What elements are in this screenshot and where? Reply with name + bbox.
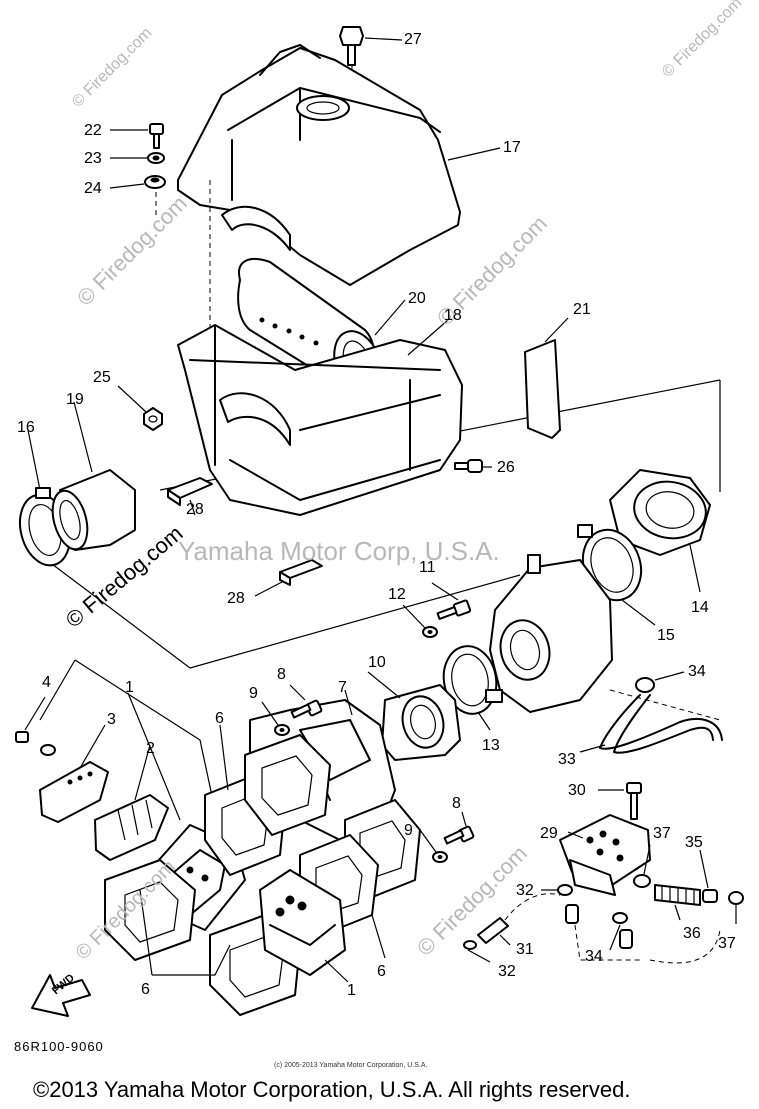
part-31-hose [477, 893, 579, 946]
callout-6-right: 6 [377, 963, 386, 980]
callout-27: 27 [404, 31, 422, 48]
part-26-screw [454, 459, 492, 473]
callout-23: 23 [84, 150, 102, 167]
callout-3: 3 [107, 711, 116, 728]
part-24-grommet [109, 175, 211, 460]
callout-9-upper: 9 [249, 685, 258, 702]
callout-17: 17 [503, 139, 521, 156]
part-28-block-lower [254, 559, 323, 597]
callout-1-upper: 1 [125, 679, 134, 696]
callout-10: 10 [368, 654, 386, 671]
callout-6-lower: 6 [141, 981, 150, 998]
callout-37-lower: 37 [718, 935, 736, 952]
callout-34-upper: 34 [688, 663, 706, 680]
callout-37-upper: 37 [653, 825, 671, 842]
part-17-cover [177, 44, 501, 286]
callout-13: 13 [482, 737, 500, 754]
part-32-clip-upper [541, 884, 573, 896]
fwd-arrow-icon [31, 974, 91, 1017]
part-8-bolt-upper [289, 684, 323, 719]
callout-11: 11 [419, 559, 436, 576]
callout-9-lower: 9 [404, 822, 413, 839]
callout-6-upper: 6 [215, 710, 224, 727]
part-22-screw [110, 123, 164, 149]
callout-12: 12 [388, 586, 406, 603]
callout-2: 2 [146, 740, 155, 757]
part-3-stopper [39, 724, 109, 823]
part-25-nut [117, 385, 163, 431]
part-21-element [524, 317, 569, 439]
callout-36: 36 [683, 925, 701, 942]
callout-32-upper: 32 [516, 882, 534, 899]
part-9-washer-lower [419, 829, 448, 863]
callout-18: 18 [444, 307, 462, 324]
callout-29: 29 [540, 825, 558, 842]
callout-15: 15 [657, 627, 675, 644]
gasket-leader-lines [139, 889, 231, 976]
part-6-gasket-upper [244, 734, 331, 836]
callout-14: 14 [691, 599, 709, 616]
part-37-clip-lower [728, 891, 744, 924]
part-10-joint [367, 671, 461, 761]
diagram-code: 86R100-9060 [14, 1039, 104, 1054]
callout-32-lower: 32 [498, 963, 516, 980]
part-37-clip-upper [633, 844, 651, 888]
part-18-case [177, 319, 463, 516]
callout-16: 16 [17, 419, 35, 436]
part-33-hose [579, 694, 723, 754]
part-23-washer [110, 152, 165, 164]
part-9-washer-upper [261, 701, 290, 736]
part-30-bolt [598, 782, 642, 820]
part-12-washer [402, 604, 438, 638]
part-4-screw [15, 696, 56, 756]
part-29-fuel-pump [559, 814, 651, 896]
watermark-center: Yamaha Motor Corp, U.S.A. [178, 536, 500, 566]
callout-24: 24 [84, 180, 102, 197]
part-34-clip-lower [609, 912, 633, 951]
callout-8-upper: 8 [277, 666, 286, 683]
callout-4: 4 [42, 674, 51, 691]
callout-19: 19 [66, 391, 84, 408]
part-28-block-upper [167, 477, 213, 516]
callout-1-lower: 1 [347, 982, 356, 999]
callout-28-lower: 28 [227, 590, 245, 607]
callout-8-lower: 8 [452, 795, 461, 812]
callout-30: 30 [568, 782, 586, 799]
small-copyright: (c) 2005-2013 Yamaha Motor Corporation, … [274, 1062, 428, 1069]
part-19-joint [51, 401, 136, 551]
part-6-gasket-left-lower [104, 859, 196, 961]
carburetor-body [489, 554, 721, 721]
callout-35: 35 [685, 834, 703, 851]
part-32-clip-lower [463, 940, 491, 963]
footer-copyright: ©2013 Yamaha Motor Corporation, U.S.A. A… [33, 1077, 631, 1102]
part-35-joint [699, 849, 718, 903]
callout-7: 7 [338, 679, 347, 696]
callout-26: 26 [497, 459, 515, 476]
part-11-bolt [431, 582, 472, 620]
part-1-reed-block-right [259, 869, 349, 983]
part-8-bolt-lower [443, 811, 475, 845]
callout-28-upper: 28 [186, 501, 204, 518]
callout-21: 21 [573, 301, 591, 318]
callout-25: 25 [93, 369, 111, 386]
part-34-clip-upper [635, 671, 685, 693]
part-2-reed [94, 744, 169, 861]
part-13-clamp [442, 645, 503, 731]
callout-31: 31 [516, 941, 534, 958]
callout-22: 22 [84, 122, 102, 139]
callout-34-lower: 34 [585, 948, 603, 965]
part-36-spring [654, 884, 701, 921]
callout-33: 33 [558, 751, 576, 768]
callout-20: 20 [408, 290, 426, 307]
pump-hose-routing [574, 924, 721, 964]
